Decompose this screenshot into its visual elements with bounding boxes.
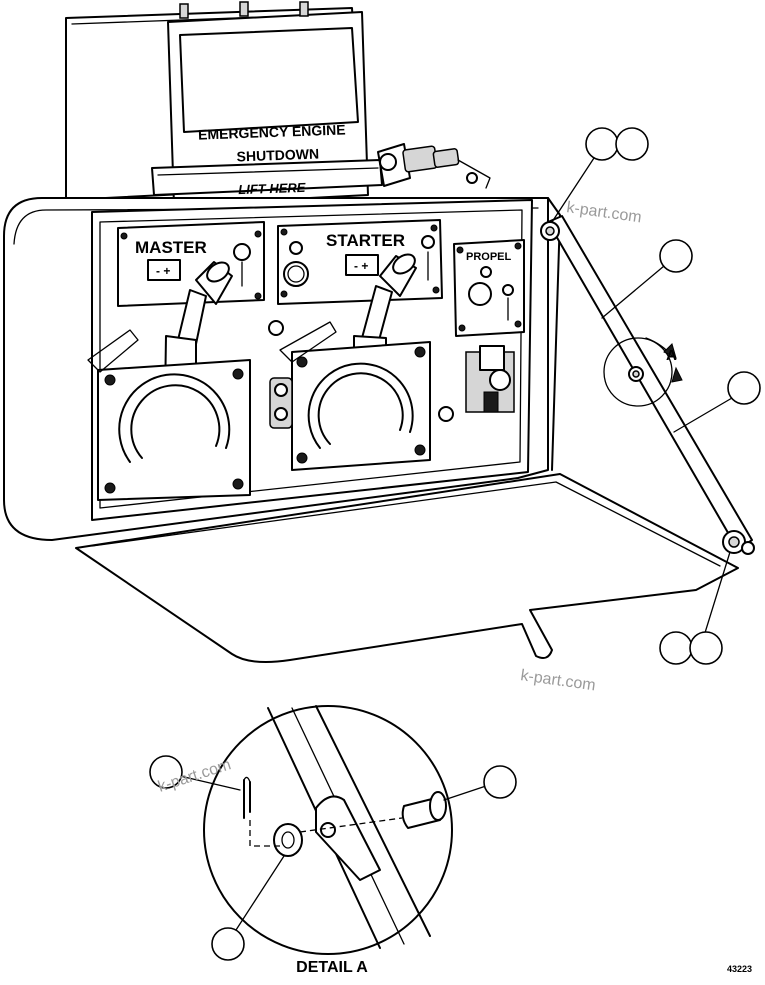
lid-tray	[75, 473, 739, 663]
callout-balloon	[585, 127, 619, 161]
propel-button	[468, 282, 492, 306]
callout-balloon	[659, 239, 693, 273]
cotter-pin	[243, 776, 251, 819]
callout-balloon	[659, 631, 693, 665]
detail-a-view: DETAIL A	[149, 705, 517, 976]
detail-a-caption: DETAIL A	[296, 959, 368, 976]
figure-number: 43223	[727, 964, 752, 974]
starter-switch-panel: STARTER - +	[268, 219, 454, 471]
battery-symbol: - +	[156, 264, 170, 278]
starter-battery-symbol: - +	[354, 259, 368, 273]
detail-a-letter: A	[666, 347, 677, 364]
lift-here-label: LIFT HERE	[238, 180, 306, 197]
clevis-pin	[401, 791, 447, 829]
sign-line-1: EMERGENCY ENGINE	[198, 121, 346, 142]
callout-balloon	[727, 371, 761, 405]
callout-balloon	[149, 755, 183, 789]
propel-panel: PROPEL	[453, 239, 525, 413]
callout-balloon	[615, 127, 649, 161]
master-switch-panel: MASTER - +	[87, 221, 265, 501]
starter-label: STARTER	[326, 231, 405, 250]
master-label: MASTER	[135, 238, 207, 257]
emergency-shutdown-sign: EMERGENCY ENGINE SHUTDOWN LIFT HERE	[65, 1, 491, 206]
watermark: k-part.com	[519, 667, 596, 694]
propel-switch	[465, 345, 515, 413]
sign-line-2: SHUTDOWN	[236, 146, 319, 165]
callout-balloon	[211, 927, 245, 961]
detail-a-marker: A	[603, 337, 683, 407]
propel-label: PROPEL	[466, 251, 512, 263]
callout-balloon	[689, 631, 723, 665]
support-rod	[540, 215, 755, 555]
callout-balloons	[551, 127, 761, 665]
master-indicator-light	[233, 243, 251, 261]
washer	[273, 823, 303, 857]
watermark: k-part.com	[565, 199, 642, 226]
callout-balloon	[483, 765, 517, 799]
